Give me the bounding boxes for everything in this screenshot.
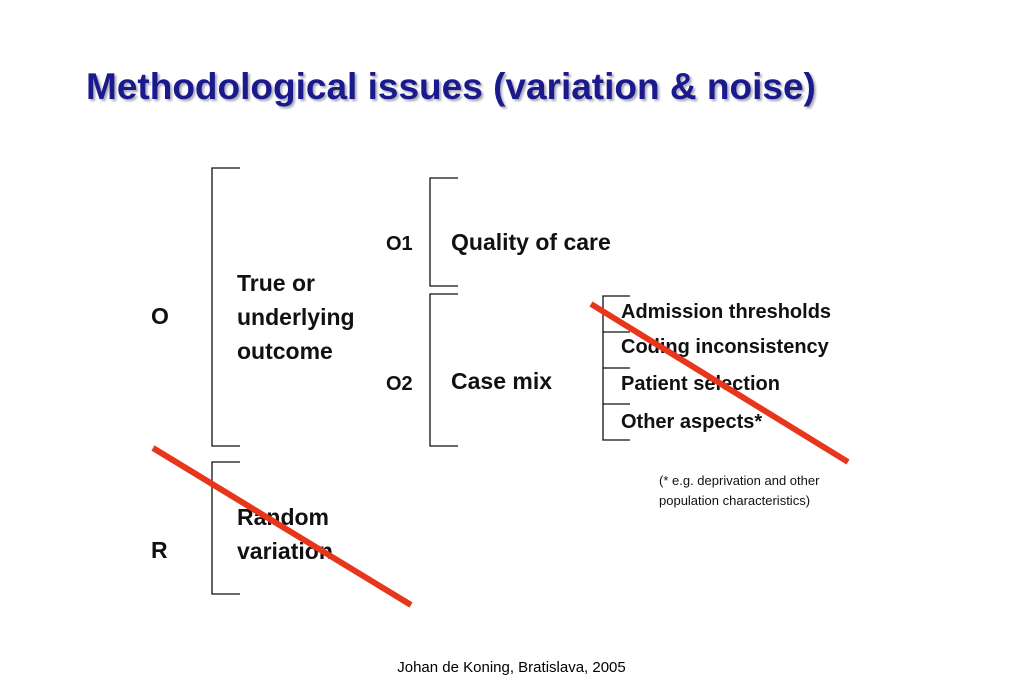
- true-outcome-line-2: underlying: [237, 304, 355, 330]
- bracket-o1: [429, 177, 458, 287]
- item-admission-thresholds: Admission thresholds: [621, 301, 832, 323]
- footnote-line-2: population characteristics): [659, 493, 811, 508]
- label-r: R: [151, 537, 168, 563]
- label-o: O: [151, 303, 169, 329]
- slide-footer: Johan de Koning, Bratislava, 2005: [397, 659, 626, 676]
- case-mix-label: Case mix: [451, 368, 553, 394]
- item-other-aspects: Other aspects*: [621, 411, 763, 433]
- label-o2: O2: [386, 373, 413, 395]
- footnote-line-1: (* e.g. deprivation and other: [659, 473, 820, 488]
- label-o1: O1: [386, 233, 413, 255]
- bracket-o2: [429, 293, 458, 447]
- true-outcome-label: True or underlying outcome: [237, 266, 355, 368]
- slide-title: Methodological issues (variation & noise…: [86, 66, 816, 107]
- true-outcome-line-1: True or: [237, 270, 315, 296]
- item-patient-selection: Patient selection: [621, 373, 780, 395]
- cross-out-random-variation: [151, 445, 413, 608]
- quality-of-care-label: Quality of care: [451, 229, 611, 255]
- bracket-r: [211, 461, 240, 595]
- true-outcome-line-3: outcome: [237, 338, 333, 364]
- bracket-o: [211, 167, 240, 447]
- cross-out-case-mix-items: [589, 301, 850, 465]
- footnote: (* e.g. deprivation and other population…: [659, 471, 819, 511]
